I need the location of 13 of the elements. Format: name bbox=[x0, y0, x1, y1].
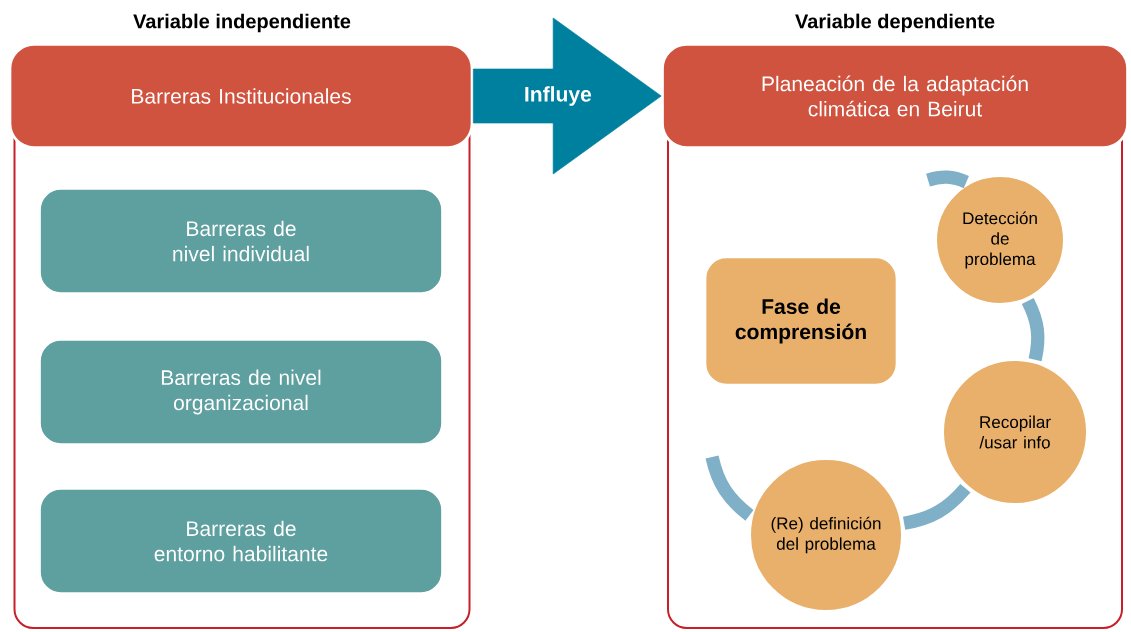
node-label: Variable dependiente bbox=[795, 13, 995, 33]
category-box: Barreras de nivel individual bbox=[38, 187, 444, 295]
category-box: Barreras de entorno habilitante bbox=[38, 487, 444, 595]
category-box: Barreras de nivel organizacional bbox=[38, 338, 444, 446]
cycle-arc bbox=[705, 455, 754, 521]
header-band: Planeación de la adaptación climática en Beirut bbox=[661, 43, 1129, 149]
cycle-arc bbox=[1021, 298, 1045, 362]
cycle-arc bbox=[902, 483, 971, 530]
node-label: Variable independiente bbox=[133, 13, 351, 33]
phase-box: Fase de comprensión bbox=[703, 255, 899, 387]
header-band: Barreras Institucionales bbox=[8, 43, 474, 149]
block-arrow bbox=[473, 17, 662, 175]
cycle-arc bbox=[926, 170, 969, 189]
